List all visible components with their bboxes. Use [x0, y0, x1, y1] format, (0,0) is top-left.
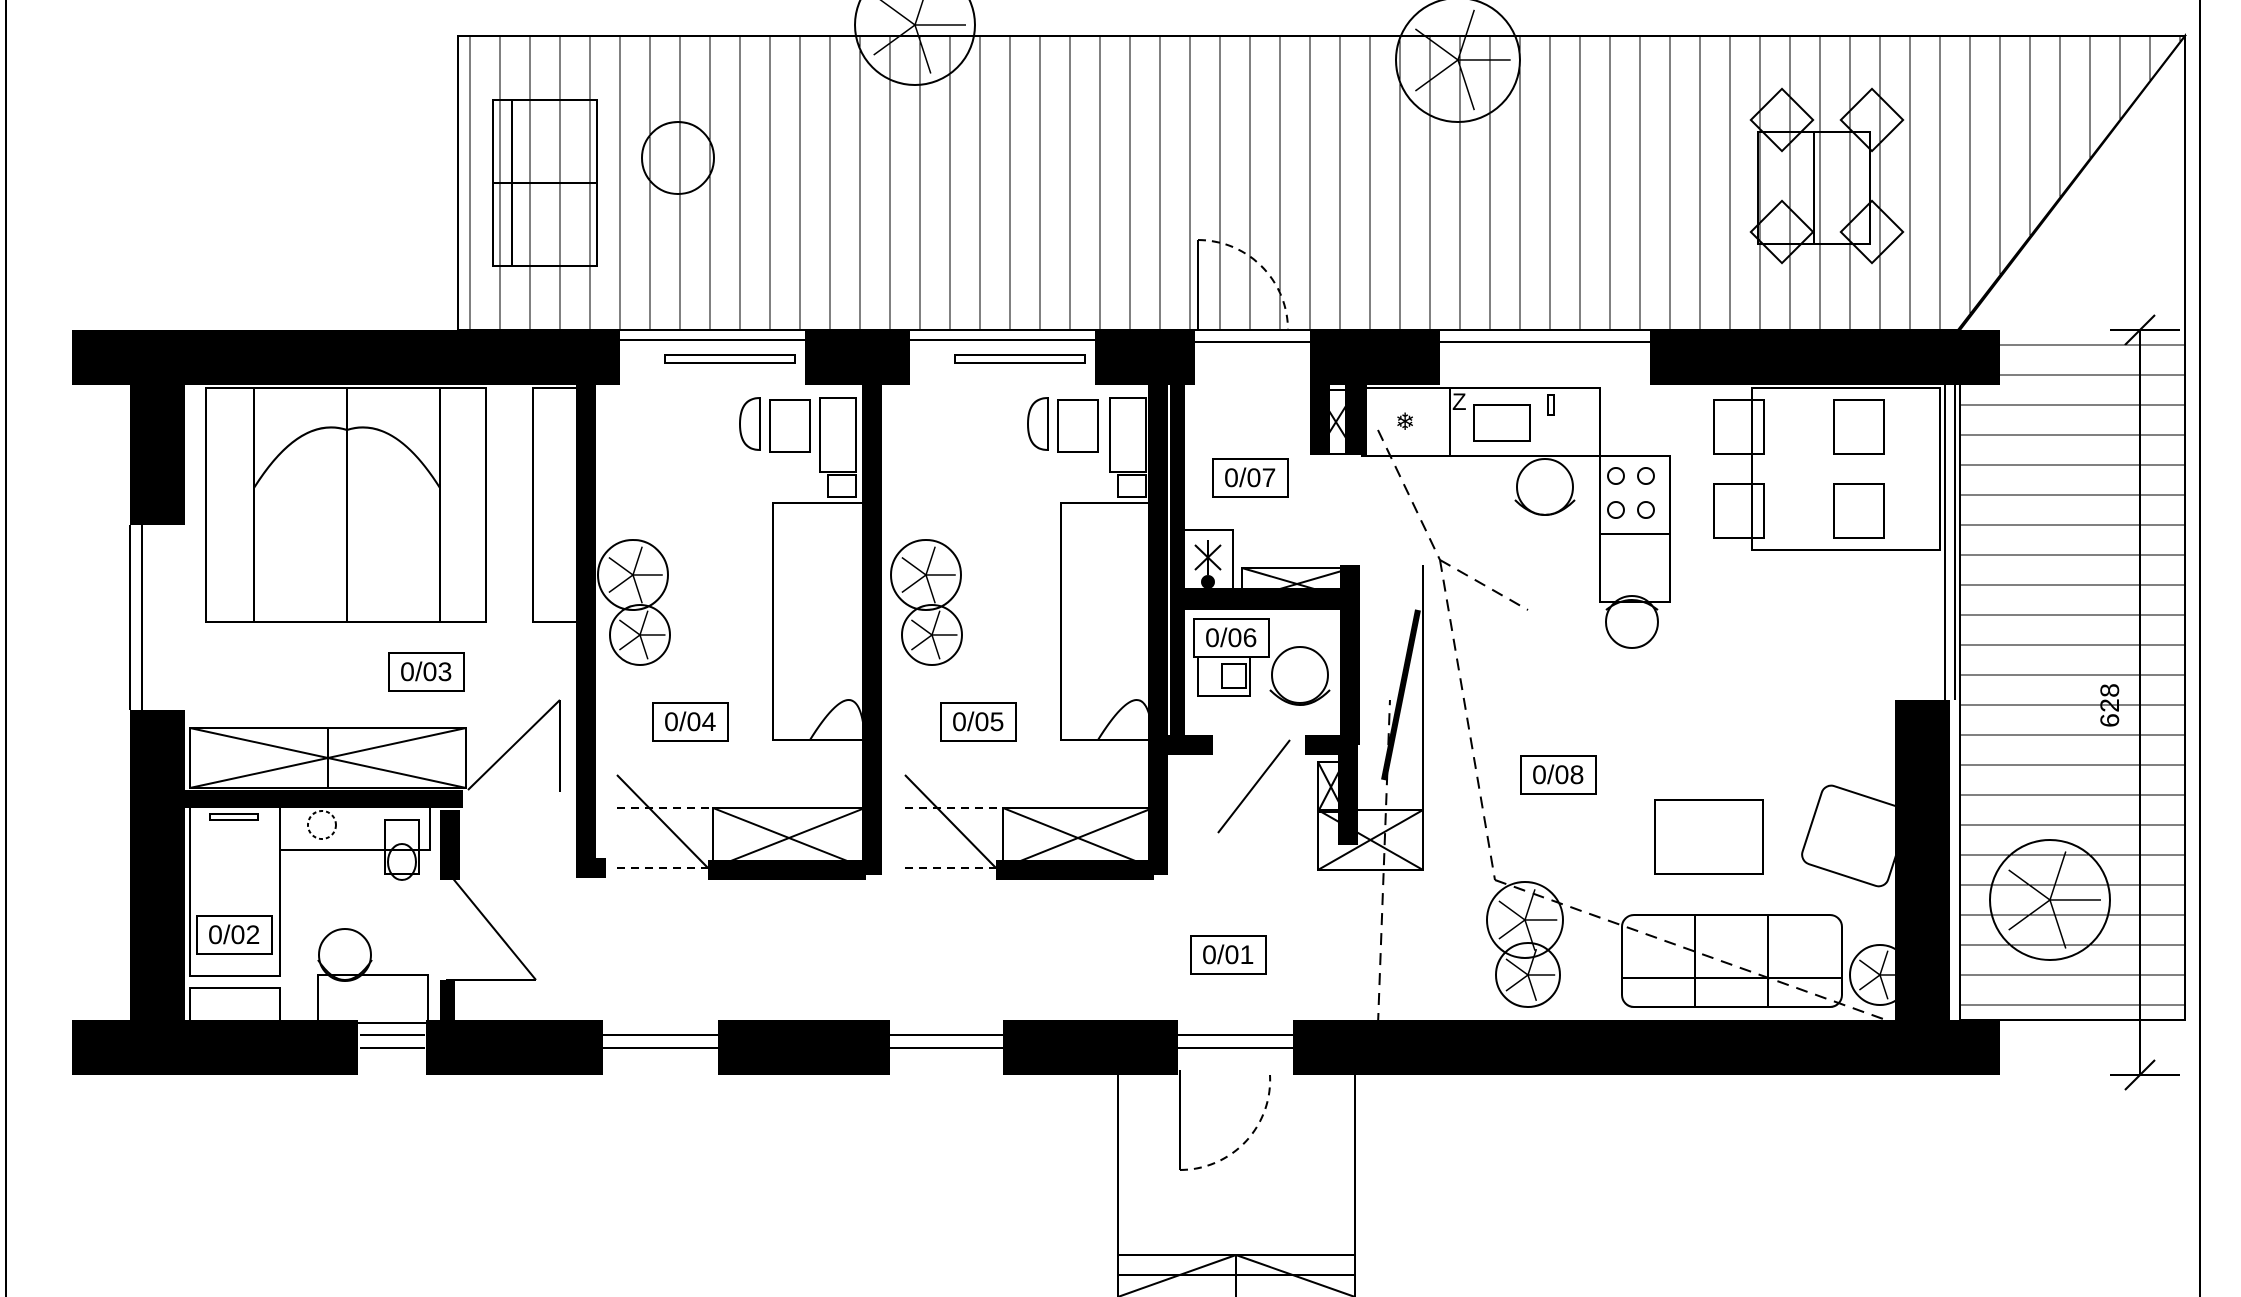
overhead-dashed-lines	[1377, 429, 1901, 1026]
bedroom-furniture	[189, 387, 582, 792]
window-lines	[129, 329, 1956, 1049]
dimension-line	[2110, 314, 2180, 1091]
dimension-label: 628	[2095, 682, 2126, 729]
terrace-furniture	[492, 87, 1905, 267]
bathroom-fixtures	[189, 799, 537, 1025]
room-0-04-furniture	[616, 354, 866, 869]
fridge-mark: Z	[1452, 389, 1467, 416]
room-label-0-03: 0/03	[388, 652, 465, 692]
kitchen-living-furniture	[1315, 387, 1941, 1008]
snowflake-icon: ❄	[1395, 408, 1415, 436]
plants	[597, 0, 2111, 1008]
room-0-05-furniture	[904, 354, 1154, 869]
walls	[72, 330, 2000, 1075]
room-label-0-07: 0/07	[1212, 458, 1289, 498]
room-label-0-02: 0/02	[196, 915, 273, 955]
room-label-0-04: 0/04	[652, 702, 729, 742]
room-label-0-05: 0/05	[940, 702, 1017, 742]
room-label-0-06: 0/06	[1193, 618, 1270, 658]
wc-and-hall-fixtures	[1182, 529, 1424, 871]
room-label-0-01: 0/01	[1190, 935, 1267, 975]
room-label-0-08: 0/08	[1520, 755, 1597, 795]
entrance-porch	[1117, 239, 1356, 1297]
